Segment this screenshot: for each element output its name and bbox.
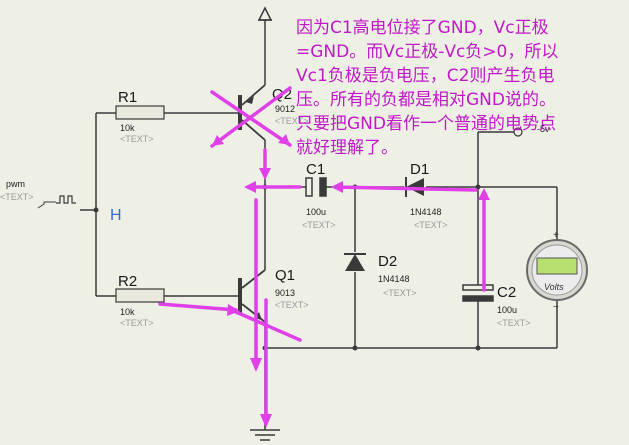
- c2-label: C2: [497, 284, 516, 301]
- minus5v-terminal: [513, 127, 523, 137]
- junction-dot: [93, 207, 99, 213]
- meter-minus: −: [553, 302, 559, 313]
- c2-text: <TEXT>: [497, 318, 531, 328]
- pwm-source: pwm <TEXT>: [0, 179, 76, 209]
- annotation-line-1: 因为C1高电位接了GND，Vc正极: [296, 18, 549, 38]
- junction-dots: [262, 184, 481, 351]
- arrow-q1-out: [234, 310, 302, 342]
- d2-diode: [344, 253, 366, 271]
- d2-text: <TEXT>: [383, 288, 417, 298]
- r1-resistor: [115, 105, 165, 120]
- pwm-label: pwm: [6, 179, 25, 189]
- arrow-r2-right: [158, 302, 238, 312]
- q1-value: 9013: [275, 288, 295, 298]
- node-h-label: H: [110, 207, 122, 224]
- r2-text: <TEXT>: [120, 318, 154, 328]
- arrow-d1-left: [333, 185, 478, 192]
- d1-value: 1N4148: [410, 207, 442, 217]
- annotation-line-4: 压。所有的负都是相对GND说的。: [296, 90, 556, 110]
- c1-label: C1: [306, 161, 325, 178]
- annotation-line-3: Vc1负极是负电压，C2则产生负电: [296, 66, 555, 86]
- voltmeter: Volts + −: [526, 230, 588, 313]
- r2-label: R2: [118, 273, 137, 290]
- voltmeter-reading: -5v: [537, 124, 550, 134]
- vcc-symbol: [257, 6, 273, 21]
- c2-capacitor: [462, 284, 494, 302]
- r1-label: R1: [118, 89, 137, 106]
- r2-resistor: [115, 288, 165, 303]
- q2-cross-line-2: [210, 86, 292, 148]
- r2-value: 10k: [120, 307, 135, 317]
- r1-text: <TEXT>: [120, 134, 154, 144]
- annotation-line-6: 就好理解了。: [296, 138, 398, 158]
- q2-text: <TEXT>: [275, 116, 309, 126]
- d2-value: 1N4148: [378, 274, 410, 284]
- d1-text: <TEXT>: [414, 220, 448, 230]
- pwm-text: <TEXT>: [0, 192, 34, 202]
- q1-text: <TEXT>: [275, 300, 309, 310]
- q2-value: 9012: [275, 104, 295, 114]
- c1-capacitor: [305, 177, 327, 197]
- d2-label: D2: [378, 253, 397, 270]
- c1-value: 100u: [306, 207, 326, 217]
- meter-plus: +: [553, 230, 559, 241]
- annotation-line-5: 只要把GND看作一个普通的电势点: [296, 114, 556, 134]
- meter-unit: Volts: [544, 282, 564, 292]
- q1-transistor: [238, 269, 266, 323]
- r1-value: 10k: [120, 123, 135, 133]
- annotation-arrows: [158, 86, 486, 422]
- d1-label: D1: [410, 161, 429, 178]
- annotation-line-2: =GND。而Vc正极-Vc负>0，所以: [296, 42, 559, 62]
- meter-display: [536, 257, 578, 275]
- annotation-arrowheads: [212, 134, 490, 428]
- c1-text: <TEXT>: [302, 220, 336, 230]
- c2-value: 100u: [497, 305, 517, 315]
- q1-label: Q1: [275, 267, 295, 284]
